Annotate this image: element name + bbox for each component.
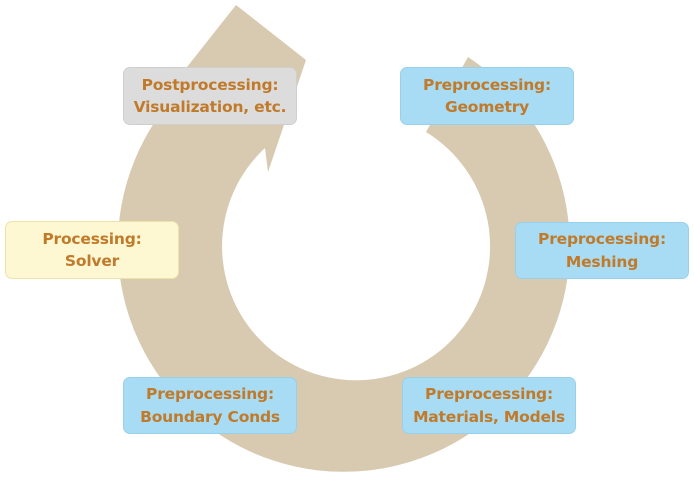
stage-detail: Meshing [565,252,639,271]
materials-models-stage-box: Preprocessing: Materials, Models [402,377,576,434]
stage-detail: Geometry [444,98,530,116]
stage-title: Processing: [42,229,142,248]
stage-detail: Materials, Models [413,407,565,426]
boundary-conditions-stage-box: Preprocessing: Boundary Conds [123,377,297,434]
stage-title: Preprocessing: [538,230,666,249]
stage-title: Preprocessing: [423,75,551,94]
stage-detail: Boundary Conds [140,407,280,426]
solver-stage-box: Processing: Solver [5,221,179,279]
stage-detail: Solver [64,252,120,270]
stage-title: Postprocessing: [141,75,279,94]
geometry-stage-box: Preprocessing: Geometry [400,67,574,125]
meshing-stage-box: Preprocessing: Meshing [515,222,689,279]
stage-title: Preprocessing: [425,385,553,404]
stage-title: Preprocessing: [146,385,274,404]
stage-detail: Visualization, etc. [133,98,287,116]
postprocessing-stage-box: Postprocessing: Visualization, etc. [123,67,297,125]
